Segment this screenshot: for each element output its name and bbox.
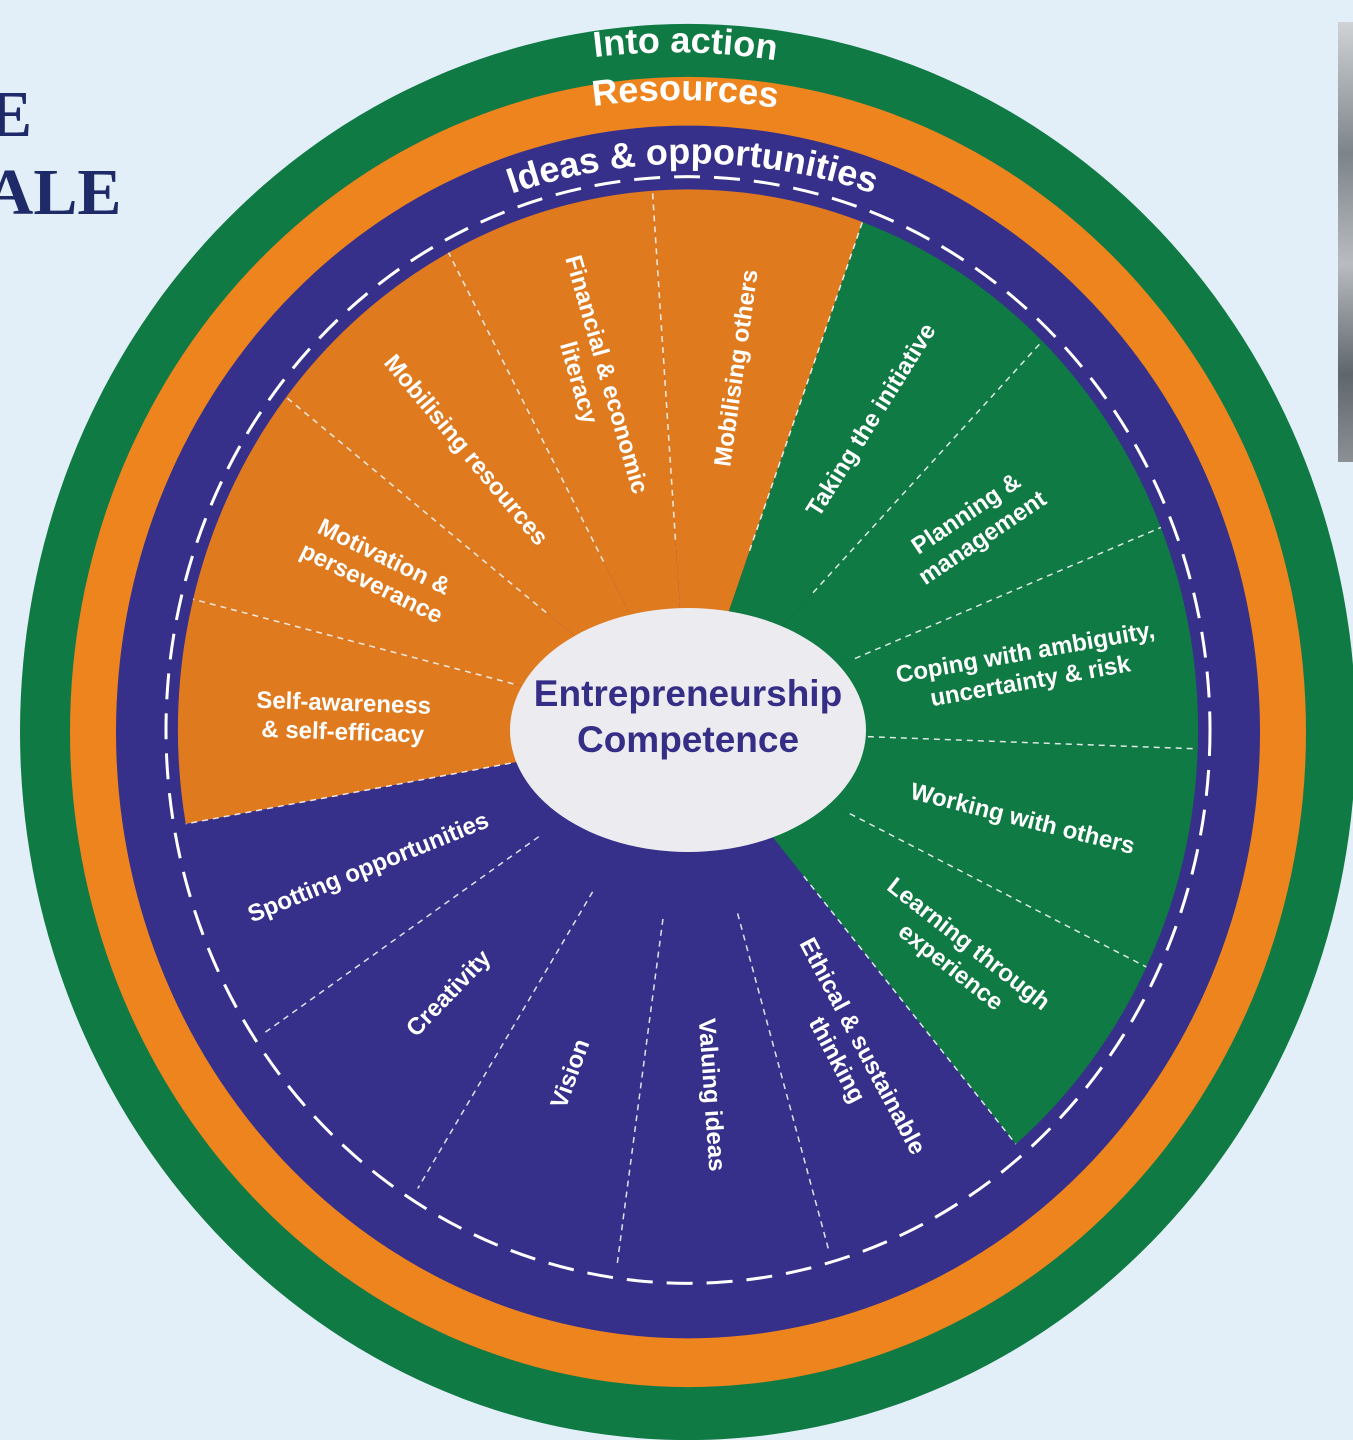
ring-label-resources: Resources bbox=[589, 67, 781, 116]
ring-label-into-action-path: Into action bbox=[591, 19, 781, 68]
segment-divider bbox=[748, 221, 864, 551]
dashed-boundary bbox=[164, 175, 1212, 1285]
segment-wedge bbox=[178, 599, 688, 824]
heading-line-2: IALE bbox=[0, 156, 122, 229]
segment-label-line: & self-efficacy bbox=[261, 716, 425, 749]
segment-wedge bbox=[265, 730, 688, 1189]
segment-wedge bbox=[688, 730, 1016, 1250]
segment-label-line: Self-awareness bbox=[256, 687, 432, 720]
segment-divider bbox=[192, 598, 514, 685]
segment-label: Self-awareness& self-efficacy bbox=[255, 687, 432, 749]
segment-wedge bbox=[617, 730, 829, 1271]
segment-divider bbox=[736, 913, 830, 1250]
segment-divider bbox=[651, 190, 677, 540]
segment-divider bbox=[447, 252, 605, 562]
segment-divider bbox=[849, 812, 1147, 968]
segment-divider bbox=[803, 875, 1017, 1145]
segment-wedge bbox=[688, 222, 1043, 730]
center-label-line: Entrepreneurship bbox=[534, 673, 842, 714]
segment-divider bbox=[616, 918, 664, 1266]
side-photo bbox=[1338, 22, 1353, 462]
segment-wedge bbox=[417, 730, 688, 1266]
heading-line-1: E bbox=[0, 78, 33, 151]
segment-divider bbox=[417, 891, 594, 1189]
segment-wedge bbox=[688, 341, 1161, 730]
ring-label-resources-path: Resources bbox=[589, 67, 781, 116]
segment-wedge bbox=[688, 730, 1147, 1145]
segment-divider bbox=[285, 396, 547, 614]
center-label-line: Competence bbox=[577, 719, 799, 760]
ring-label-into-action: Into action bbox=[591, 19, 781, 68]
segment-wedge bbox=[652, 189, 863, 730]
segment-divider bbox=[812, 340, 1043, 594]
segment-wedge bbox=[448, 190, 688, 731]
segment-divider bbox=[854, 526, 1162, 660]
segment-divider bbox=[264, 836, 540, 1033]
segment-divider bbox=[185, 762, 511, 825]
center-disc bbox=[510, 608, 866, 852]
segment-divider bbox=[867, 735, 1198, 750]
segment-wedge bbox=[286, 252, 688, 730]
